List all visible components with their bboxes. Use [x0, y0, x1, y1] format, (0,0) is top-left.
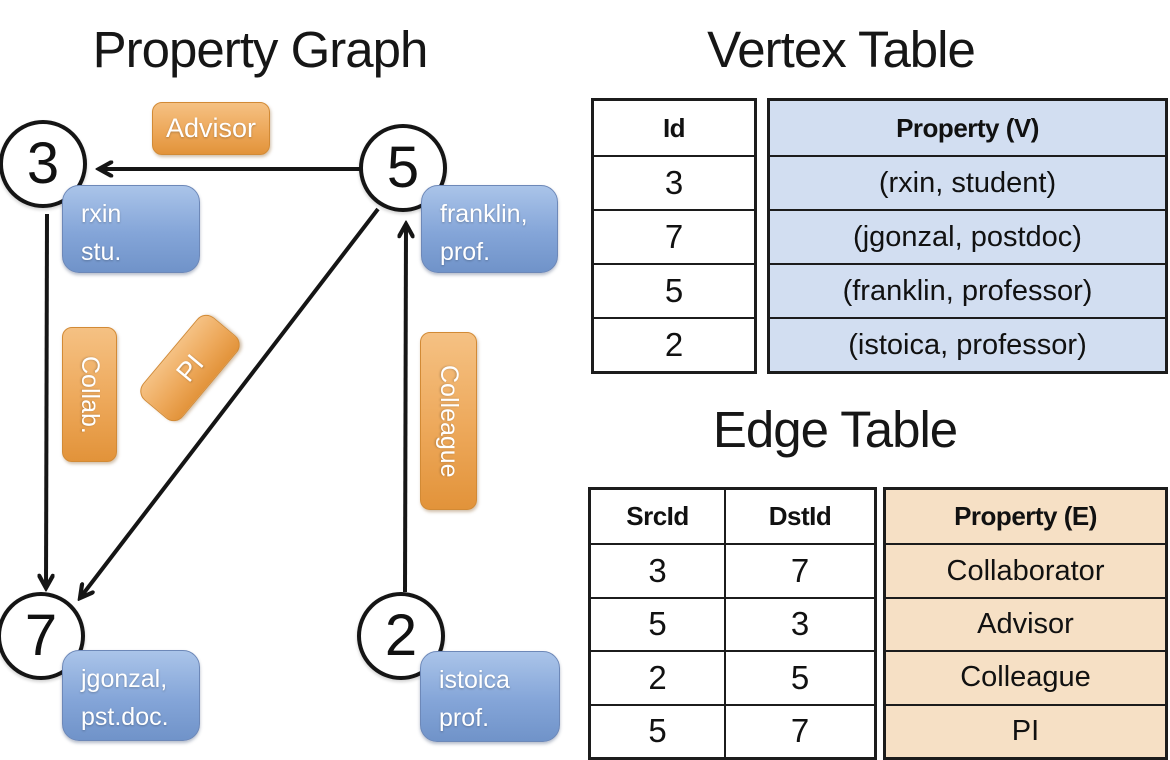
column-header: DstId [768, 501, 832, 532]
vertex-property-line: rxin [81, 200, 122, 228]
table-cell: PI [886, 703, 1165, 757]
edge-label-text: PI [169, 348, 210, 388]
table-cell: Colleague [886, 650, 1165, 703]
vertex-property-line: prof. [439, 703, 490, 732]
node-2: 2 [357, 592, 445, 680]
table-cell: 7 [726, 703, 874, 757]
table-cell: (istoica, professor) [770, 317, 1165, 371]
table-cell: (jgonzal, postdoc) [770, 209, 1165, 263]
node-id: 5 [386, 135, 420, 200]
table-cell: 3 [726, 596, 874, 650]
table-cell: Advisor [886, 596, 1165, 650]
vertex-property-line: prof. [440, 237, 491, 266]
table-cell: (franklin, professor) [770, 263, 1165, 317]
node-id: 3 [26, 131, 60, 196]
edge-3-to-7 [46, 213, 47, 588]
table-cell: 2 [594, 317, 754, 371]
table-cell: 7 [726, 543, 874, 596]
vertex-property-line: pst.doc. [81, 702, 169, 731]
table-cell: 3 [594, 155, 754, 209]
vertex-property-box-7: jgonzal, pst.doc. [62, 650, 200, 741]
vertex-property-box-2: istoica prof. [420, 651, 560, 742]
table-cell: (rxin, student) [770, 155, 1165, 209]
vertex-table-id-column: Id 3 7 5 2 [591, 98, 757, 374]
edge-5-to-7 [80, 207, 380, 598]
edge-label-text: Collab. [76, 355, 104, 434]
table-cell: 5 [726, 650, 874, 703]
table-cell: 5 [591, 703, 726, 757]
vertex-property-line: jgonzal, [81, 665, 168, 693]
column-header: Property (E) [954, 501, 1097, 532]
table-cell: 2 [591, 650, 726, 704]
table-cell: 3 [591, 543, 726, 597]
vertex-table-title: Vertex Table [707, 21, 976, 78]
table-cell: 7 [594, 209, 754, 263]
edge-label-advisor: Advisor [152, 102, 270, 155]
graph-edges [0, 0, 580, 760]
edge-label-collab: Collab. [62, 327, 117, 462]
vertex-property-box-5: franklin, prof. [421, 185, 558, 273]
vertex-property-line: franklin, [440, 200, 528, 228]
table-cell: 5 [591, 596, 726, 651]
node-5: 5 [359, 124, 447, 212]
table-cell: Collaborator [886, 543, 1165, 596]
node-id: 2 [384, 603, 418, 668]
edge-2-to-5 [405, 224, 406, 593]
edge-table-property-column: Property (E) Collaborator Advisor Collea… [883, 487, 1168, 760]
node-id: 7 [24, 603, 58, 668]
vertex-property-line: istoica [439, 666, 510, 694]
edge-table-title: Edge Table [712, 401, 958, 458]
vertex-property-line: stu. [81, 237, 122, 266]
property-graph-title: Property Graph [92, 21, 429, 78]
column-header: Id [662, 112, 686, 143]
edge-table-id-columns: SrcId DstId 3 7 5 3 2 5 5 7 [588, 487, 877, 760]
table-cell: 5 [594, 263, 754, 317]
edge-label-text: Colleague [435, 364, 463, 478]
column-header: SrcId [591, 490, 726, 544]
vertex-property-box-3: rxin stu. [62, 185, 200, 273]
vertex-table-property-column: Property (V) (rxin, student) (jgonzal, p… [767, 98, 1168, 374]
column-header: Property (V) [896, 112, 1039, 143]
edge-label-colleague: Colleague [420, 332, 477, 510]
edge-label-text: Advisor [165, 113, 257, 143]
